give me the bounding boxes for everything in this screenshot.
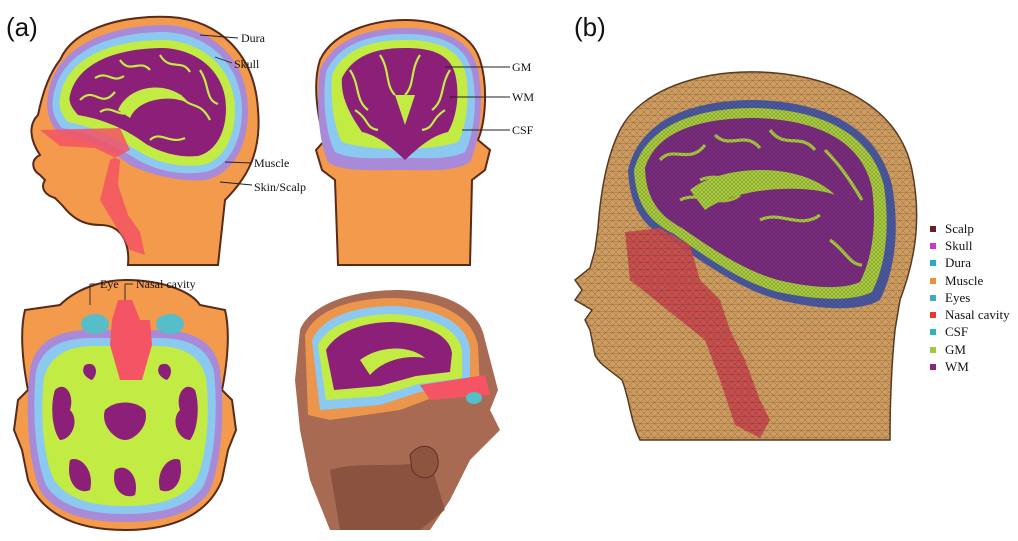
legend-item: Muscle	[930, 272, 1010, 289]
legend-item: Nasal cavity	[930, 306, 1010, 323]
cutaway-ear	[410, 446, 438, 478]
legend-label: Dura	[945, 255, 971, 271]
legend-swatch	[930, 260, 936, 266]
legend-label: Scalp	[945, 221, 974, 237]
legend-label: Eyes	[945, 290, 970, 306]
legend-label: Muscle	[945, 273, 983, 289]
axial-eye-right	[156, 314, 184, 334]
cutaway-eye	[466, 392, 482, 404]
legend-swatch	[930, 347, 936, 353]
legend-item: WM	[930, 358, 1010, 375]
sagittal-slice	[31, 17, 258, 265]
cutaway-3d	[295, 290, 500, 530]
legend-swatch	[930, 243, 936, 249]
axial-slice	[14, 280, 236, 530]
legend-swatch	[930, 226, 936, 232]
axial-eye-left	[81, 314, 109, 334]
label-skin-scalp: Skin/Scalp	[254, 180, 306, 195]
coronal-slice	[316, 20, 490, 265]
label-skull: Skull	[234, 57, 259, 72]
label-muscle: Muscle	[254, 156, 289, 171]
legend-label: CSF	[945, 324, 968, 340]
label-dura: Dura	[241, 31, 265, 46]
label-eye: Eye	[100, 277, 119, 292]
legend-item: Eyes	[930, 289, 1010, 306]
legend-item: Scalp	[930, 220, 1010, 237]
label-nasal-cavity: Nasal cavity	[136, 277, 196, 292]
legend-swatch	[930, 295, 936, 301]
label-wm: WM	[512, 90, 534, 105]
legend-item: CSF	[930, 324, 1010, 341]
label-csf: CSF	[512, 123, 533, 138]
legend-label: GM	[945, 342, 966, 358]
legend-label: Skull	[945, 238, 972, 254]
legend-label: Nasal cavity	[945, 307, 1010, 323]
label-gm: GM	[512, 60, 531, 75]
mesh-head	[570, 70, 930, 445]
legend-swatch	[930, 364, 936, 370]
legend-label: WM	[945, 359, 969, 375]
legend-item: Skull	[930, 237, 1010, 254]
legend-item: GM	[930, 341, 1010, 358]
legend-item: Dura	[930, 255, 1010, 272]
legend: Scalp Skull Dura Muscle Eyes Nasal cavit…	[930, 220, 1010, 376]
legend-swatch	[930, 329, 936, 335]
legend-swatch	[930, 312, 936, 318]
legend-swatch	[930, 278, 936, 284]
